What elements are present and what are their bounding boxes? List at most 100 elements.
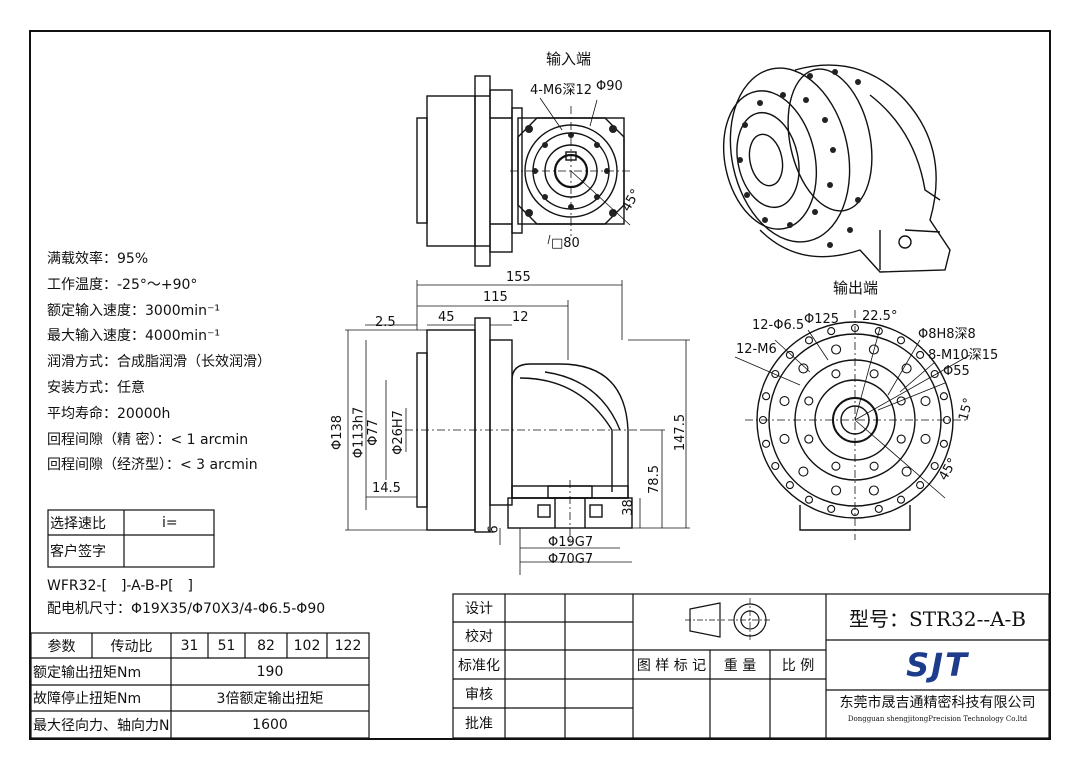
outer-bolt-hole bbox=[771, 461, 780, 471]
spec-line: 工作温度：-25°～+90° bbox=[47, 276, 198, 293]
ratio-82: 82 bbox=[257, 637, 275, 654]
outer-bolt-hole bbox=[804, 495, 814, 504]
dim-d19g7: Φ19G7 bbox=[548, 535, 594, 550]
outer-bolt-hole bbox=[827, 504, 836, 513]
dim-d113: Φ113h7 bbox=[351, 406, 367, 459]
customer-sign-label: 客户签字 bbox=[50, 544, 106, 560]
dim-6: 6 bbox=[486, 525, 502, 534]
dim-d138: Φ138 bbox=[330, 414, 346, 451]
param-table-grid bbox=[30, 632, 370, 739]
outer-bolt-hole bbox=[930, 461, 939, 471]
spec-line: 平均寿命：20000h bbox=[47, 405, 171, 422]
mid-bolt-hole bbox=[868, 344, 879, 355]
ratio-label: 选择速比 bbox=[50, 515, 106, 532]
outer-bolt-hole bbox=[939, 392, 948, 401]
dim-45: 45 bbox=[438, 310, 455, 325]
dim-22-5: 22.5° bbox=[862, 309, 898, 324]
outer-bolt-hole bbox=[850, 507, 860, 517]
dim-d8h8: Φ8H8深8 bbox=[918, 327, 976, 342]
role-standard: 标准化 bbox=[458, 657, 500, 674]
row-max-force-label: 最大径向力、轴向力N bbox=[33, 717, 170, 734]
outer-bolt-hole bbox=[771, 369, 780, 379]
motor-size: 配电机尺寸：Φ19X35/Φ70X3/4-Φ6.5-Φ90 bbox=[47, 601, 326, 617]
isometric-view bbox=[722, 64, 951, 273]
dim-78-5: 78.5 bbox=[646, 465, 662, 494]
spec-line: 安装方式：任意 bbox=[47, 380, 145, 396]
ratio-head: 传动比 bbox=[110, 638, 153, 655]
spec-line: 满载效率：95% bbox=[47, 251, 149, 267]
outer-bolt-hole bbox=[896, 495, 906, 504]
mid-bolt-hole bbox=[920, 433, 931, 444]
dim-12-m6: 12-M6 bbox=[736, 342, 777, 357]
dim-d77: Φ77 bbox=[365, 419, 381, 446]
ratio-122: 122 bbox=[334, 637, 362, 654]
dim-d90: Φ90 bbox=[596, 79, 623, 94]
company-name-en: Dongguan shengjitongPrecision Technology… bbox=[847, 715, 1028, 723]
inner-tapped-hole bbox=[869, 369, 879, 379]
mid-bolt-hole bbox=[831, 485, 842, 496]
mid-bolt-hole bbox=[901, 363, 912, 374]
role-check: 校对 bbox=[465, 629, 493, 645]
dim-12-d6-5: 12-Φ6.5 bbox=[752, 318, 805, 333]
dim-sq80: □80 bbox=[551, 236, 580, 251]
output-flange-view bbox=[745, 310, 971, 540]
output-bolt-holes bbox=[758, 323, 952, 517]
outer-bolt-hole bbox=[874, 327, 883, 336]
spec-line: 最大输入速度：4000min⁻¹ bbox=[47, 328, 221, 345]
outer-bolt-hole bbox=[827, 327, 836, 336]
spec-line: 额定输入速度：3000min⁻¹ bbox=[47, 302, 221, 319]
outer-bolt-hole bbox=[785, 481, 794, 490]
inner-tapped-hole bbox=[869, 461, 879, 471]
output-leader-lines bbox=[734, 329, 946, 411]
outer-bolt-hole bbox=[874, 504, 883, 513]
outer-bolt-hole bbox=[785, 350, 794, 359]
role-review: 审核 bbox=[465, 686, 493, 703]
drawing-border bbox=[29, 30, 1051, 740]
ratio-value[interactable]: i= bbox=[162, 514, 178, 531]
mid-bolt-hole bbox=[901, 466, 912, 477]
dim-d55: Φ55 bbox=[943, 364, 970, 379]
mid-bolt-hole bbox=[868, 485, 879, 496]
outer-bolt-hole bbox=[916, 481, 925, 490]
input-flange-face bbox=[510, 97, 632, 245]
company-logo: SJT bbox=[826, 640, 1049, 690]
dim-d125: Φ125 bbox=[804, 312, 840, 327]
outer-bolt-hole bbox=[762, 392, 771, 401]
projection-symbol bbox=[685, 598, 772, 642]
inner-tapped-hole bbox=[804, 434, 814, 444]
weight-label: 重 量 bbox=[723, 657, 757, 674]
outer-bolt-hole bbox=[896, 336, 906, 345]
inner-tapped-hole bbox=[831, 461, 841, 471]
param-head: 参数 bbox=[47, 638, 76, 655]
side-view bbox=[405, 317, 640, 545]
inner-tapped-hole bbox=[896, 396, 906, 406]
dim-2-5: 2.5 bbox=[375, 315, 396, 330]
row-max-force-value: 1600 bbox=[252, 716, 288, 733]
spec-line: 润滑方式：合成脂润滑（长效润滑） bbox=[47, 354, 271, 371]
inner-tapped-hole bbox=[804, 396, 814, 406]
row-emergency-torque-label: 故障停止扭矩Nm bbox=[33, 691, 142, 707]
dim-12: 12 bbox=[512, 310, 529, 325]
model-code: WFR32-[ ]-A-B-P[ ] bbox=[47, 578, 194, 594]
role-design: 设计 bbox=[465, 601, 493, 617]
dim-115: 115 bbox=[483, 290, 508, 305]
role-approve: 批准 bbox=[465, 716, 493, 732]
mid-bolt-hole bbox=[779, 396, 790, 407]
side-view-dimension-lines bbox=[345, 280, 690, 575]
drawing-mark-label: 图 样 标 记 bbox=[636, 657, 707, 674]
row-rated-torque-label: 额定输出扭矩Nm bbox=[33, 664, 142, 681]
ratio-51: 51 bbox=[217, 637, 236, 654]
ratio-102: 102 bbox=[293, 637, 321, 654]
ratio-box bbox=[47, 509, 215, 568]
output-side-label: 输出端 bbox=[833, 279, 879, 297]
input-side-label: 输入端 bbox=[546, 50, 592, 68]
outer-bolt-hole bbox=[762, 439, 771, 448]
company-name-cn: 东莞市晟吉通精密科技有限公司 bbox=[839, 695, 1036, 711]
inner-tapped-hole bbox=[896, 434, 906, 444]
mid-bolt-hole bbox=[798, 363, 809, 374]
spec-line: 回程间隙（精 密）：< 1 arcmin bbox=[47, 431, 249, 448]
mid-bolt-hole bbox=[798, 466, 809, 477]
ratio-31: 31 bbox=[180, 637, 199, 654]
mid-bolt-hole bbox=[831, 344, 842, 355]
